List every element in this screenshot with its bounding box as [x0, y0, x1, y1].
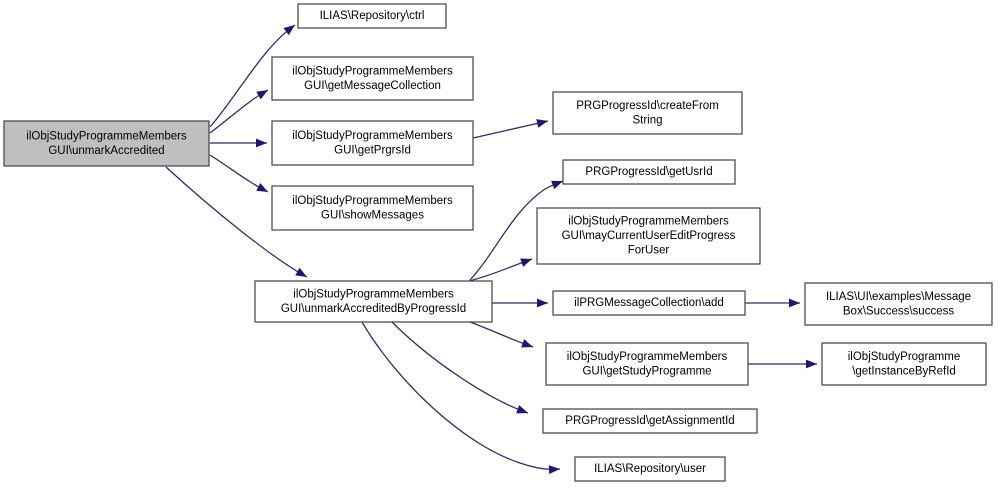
node-label: ILIAS\Repository\user [594, 463, 706, 475]
graph-node-getUsrId[interactable]: PRGProgressId\getUsrId [562, 159, 736, 185]
graph-node-getInstanceByRefId[interactable]: ilObjStudyProgramme\getInstanceByRefId [821, 342, 987, 386]
graph-node-messageCollectionAdd[interactable]: ilPRGMessageCollection\add [552, 290, 746, 316]
edge-arrowhead [551, 180, 563, 190]
node-label: ilPRGMessageCollection\add [574, 297, 724, 309]
node-box[interactable] [821, 342, 987, 386]
edge-arrowhead [256, 183, 268, 192]
call-edge [361, 321, 561, 474]
edge-arrowhead [516, 405, 528, 414]
call-edge [391, 321, 529, 414]
call-edge [469, 321, 534, 348]
node-box[interactable] [552, 91, 743, 135]
node-label: PRGProgressId\getAssignmentId [565, 415, 734, 427]
call-edge [209, 24, 296, 128]
call-edge [469, 180, 564, 281]
edge-arrowhead [537, 298, 548, 308]
node-label: ilObjStudyProgramme\getInstanceByRefId [848, 351, 960, 378]
graph-node-getAssignmentId[interactable]: PRGProgressId\getAssignmentId [542, 408, 758, 434]
call-edge [492, 298, 548, 308]
node-box[interactable] [254, 280, 493, 323]
edge-arrowhead [548, 465, 560, 474]
call-edge [748, 359, 817, 369]
node-box[interactable] [536, 207, 761, 265]
call-edge [468, 258, 533, 282]
node-box[interactable] [552, 290, 746, 316]
call-edge [745, 298, 800, 308]
edge-arrowhead [789, 298, 800, 308]
graph-node-ctrl[interactable]: ILIAS\Repository\ctrl [297, 3, 447, 29]
node-box[interactable] [542, 408, 758, 434]
edge-arrowhead [806, 359, 817, 369]
edge-arrowhead [256, 138, 267, 148]
call-edge [472, 119, 549, 139]
edge-arrowhead [295, 267, 307, 277]
node-box[interactable] [297, 3, 447, 29]
edge-arrowhead [521, 339, 533, 348]
edges-layer [165, 24, 817, 474]
node-box[interactable] [271, 56, 474, 101]
node-box[interactable] [271, 120, 474, 166]
edge-arrowhead [256, 90, 268, 100]
edge-arrowhead [520, 258, 532, 267]
call-edge [209, 154, 269, 193]
node-box[interactable] [574, 456, 726, 482]
call-edge [210, 138, 267, 148]
node-box[interactable] [3, 120, 210, 167]
edge-arrowhead [283, 25, 295, 36]
node-box[interactable] [271, 185, 474, 231]
call-edge [165, 166, 308, 278]
graph-node-repositoryUser[interactable]: ILIAS\Repository\user [574, 456, 726, 482]
node-box[interactable] [545, 342, 749, 386]
edge-arrowhead [536, 119, 548, 128]
call-edge [209, 89, 269, 134]
node-label: PRGProgressId\getUsrId [585, 166, 712, 178]
node-box[interactable] [562, 159, 736, 185]
node-label: ILIAS\Repository\ctrl [320, 10, 425, 22]
node-box[interactable] [804, 282, 993, 326]
